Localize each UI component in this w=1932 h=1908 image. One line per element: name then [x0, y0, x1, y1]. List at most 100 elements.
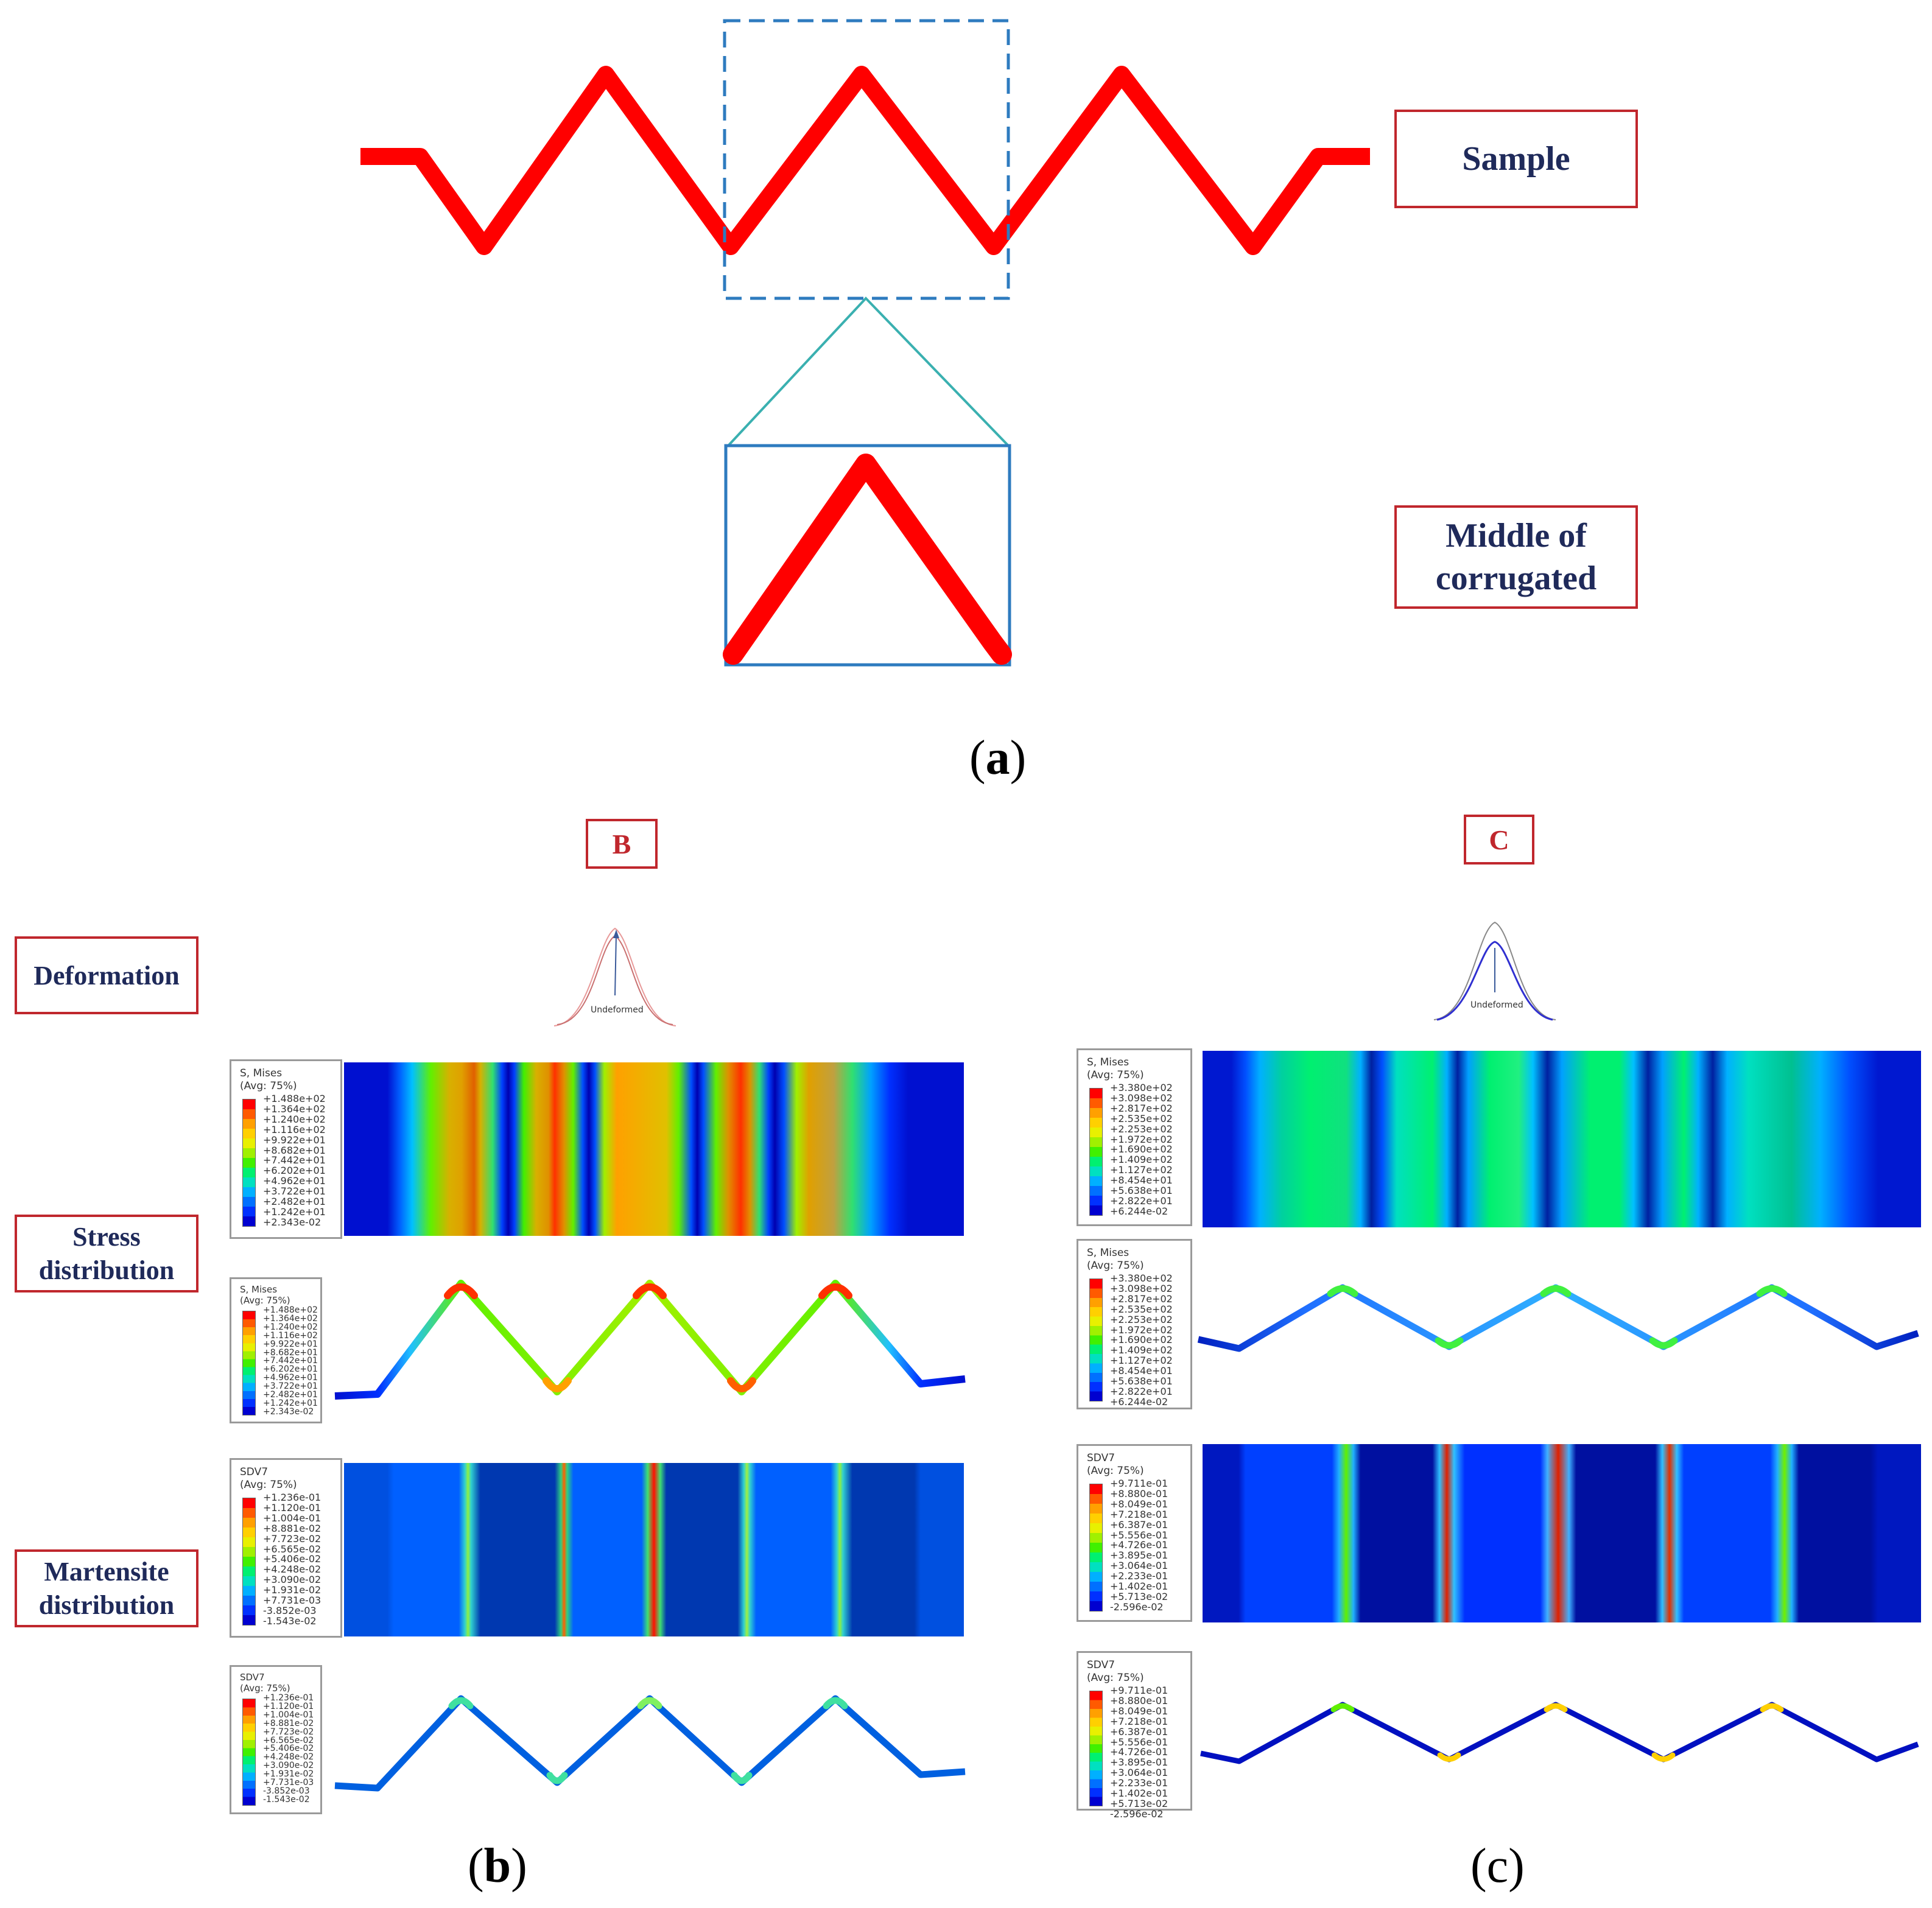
corrugated-stress-c: [1197, 1284, 1919, 1352]
legend-value: +2.482e+01: [263, 1196, 326, 1208]
legend-value: +6.202e+01: [263, 1165, 326, 1177]
legend-b-martensite: SDV7 (Avg: 75%) +1.236e-01+1.120e-01+1.0…: [230, 1458, 342, 1638]
legend-values-b-stress: +1.488e+02+1.364e+02+1.240e+02+1.116e+02…: [263, 1093, 326, 1228]
legend-value: +1.364e+02: [263, 1103, 326, 1115]
panel-a-diagram: [360, 19, 1370, 667]
legend-value: +5.638e+01: [1110, 1375, 1173, 1387]
legend-value: +1.120e-01: [263, 1701, 314, 1711]
legend-value: +3.380e+02: [1110, 1272, 1173, 1284]
legend-value: +8.682e+01: [263, 1144, 326, 1156]
legend-value: -2.596e-02: [1110, 1808, 1164, 1820]
legend-value: +2.233e-01: [1110, 1570, 1168, 1582]
legend-value: +1.690e+02: [1110, 1143, 1173, 1156]
undeformed-label-b: Undeformed: [591, 1005, 644, 1015]
martensite-contour-b: [344, 1463, 964, 1636]
row-label-stress: Stress distribution: [15, 1215, 198, 1292]
legend-value: +9.922e+01: [263, 1339, 318, 1349]
legend-value: +6.387e-01: [1110, 1725, 1168, 1738]
legend-value: +1.127e+02: [1110, 1164, 1173, 1176]
legend-value: -2.596e-02: [1110, 1601, 1164, 1613]
legend-value: +1.240e+02: [263, 1322, 318, 1332]
legend-values-c-stress-small: +3.380e+02+3.098e+02+2.817e+02+2.535e+02…: [1110, 1272, 1173, 1408]
row-label-martensite: Martensite distribution: [15, 1549, 198, 1627]
middle-corrugation-profile: [723, 454, 1012, 665]
column-header-c: C: [1464, 815, 1534, 865]
colorbar-b-martensite: [242, 1498, 256, 1626]
legend-c-stress-small: S, Mises (Avg: 75%) +3.380e+02+3.098e+02…: [1077, 1239, 1192, 1409]
middle-label-line1: Middle of: [1445, 517, 1587, 555]
legend-value: +5.556e-01: [1110, 1529, 1168, 1541]
colorbar-c-stress: [1089, 1088, 1103, 1216]
legend-value: +4.962e+01: [263, 1175, 326, 1187]
legend-c-martensite: SDV7 (Avg: 75%) +9.711e-01+8.880e-01+8.0…: [1077, 1444, 1192, 1622]
legend-value: +1.240e+02: [263, 1113, 326, 1125]
legend-value: +2.535e+02: [1110, 1112, 1173, 1124]
legend-value: +3.722e+01: [263, 1381, 318, 1392]
legend-value: +1.127e+02: [1110, 1355, 1173, 1367]
legend-value: +3.098e+02: [1110, 1282, 1173, 1294]
legend-value: +6.387e-01: [1110, 1518, 1168, 1531]
legend-value: -1.543e-02: [263, 1615, 317, 1627]
caption-c: (c): [1470, 1839, 1525, 1893]
legend-value: +7.723e-02: [263, 1532, 321, 1545]
legend-value: +2.822e+01: [1110, 1385, 1173, 1397]
middle-label-line2: corrugated: [1435, 559, 1597, 597]
legend-value: +1.931e-02: [263, 1769, 314, 1780]
colorbar-c-martensite: [1089, 1484, 1103, 1612]
colorbar-b-martensite-small: [242, 1699, 256, 1806]
legend-value: +7.723e-02: [263, 1727, 314, 1737]
legend-values-c-stress: +3.380e+02+3.098e+02+2.817e+02+2.535e+02…: [1110, 1082, 1173, 1217]
legend-value: +5.406e-02: [263, 1553, 321, 1565]
legend-value: +1.004e-01: [263, 1512, 321, 1524]
legend-value: +6.244e-02: [1110, 1205, 1168, 1217]
legend-value: +6.244e-02: [1110, 1395, 1168, 1408]
legend-value: +1.236e-01: [263, 1492, 321, 1503]
legend-value: -1.543e-02: [263, 1794, 310, 1805]
sample-label-box: Sample: [1394, 110, 1638, 208]
legend-value: +7.731e-03: [263, 1778, 314, 1788]
legend-value: +3.090e-02: [263, 1574, 321, 1586]
middle-zoom-box: [724, 444, 1011, 667]
legend-b-stress-small: S, Mises (Avg: 75%) +1.488e+02+1.364e+02…: [230, 1277, 322, 1423]
legend-value: +1.236e-01: [263, 1693, 314, 1703]
legend-value: +6.565e-02: [263, 1735, 314, 1745]
legend-value: +7.442e+01: [263, 1356, 318, 1366]
sample-corrugated-profile: [360, 66, 1370, 255]
stress-contour-c: [1203, 1051, 1921, 1227]
legend-value: +4.248e-02: [263, 1563, 321, 1576]
legend-value: +9.711e-01: [1110, 1685, 1168, 1696]
legend-value: +2.817e+02: [1110, 1292, 1173, 1305]
legend-c-martensite-small: SDV7 (Avg: 75%) +9.711e-01+8.880e-01+8.0…: [1077, 1651, 1192, 1819]
colorbar-b-stress-small: [242, 1311, 256, 1415]
legend-value: -3.852e-03: [263, 1786, 310, 1796]
caption-b: (b): [468, 1839, 527, 1893]
legend-value: +8.881e-02: [263, 1522, 321, 1534]
legend-value: +1.488e+02: [263, 1305, 318, 1315]
deformation-plot-b: Undeformed: [553, 927, 676, 1026]
legend-value: +8.880e-01: [1110, 1694, 1168, 1706]
legend-value: +8.880e-01: [1110, 1487, 1168, 1499]
legend-value: +2.343e-02: [263, 1406, 314, 1417]
legend-value: +7.442e+01: [263, 1154, 326, 1166]
legend-value: +3.098e+02: [1110, 1092, 1173, 1104]
legend-value: +2.233e-01: [1110, 1777, 1168, 1789]
legend-value: +2.482e+01: [263, 1390, 318, 1400]
legend-value: +1.242e+01: [263, 1205, 326, 1218]
legend-value: +1.488e+02: [263, 1093, 326, 1104]
stress-contour-b: [344, 1062, 964, 1236]
sample-label: Sample: [1462, 140, 1570, 178]
legend-values-b-martensite: +1.236e-01+1.120e-01+1.004e-01+8.881e-02…: [263, 1492, 321, 1627]
legend-value: +2.253e+02: [1110, 1123, 1173, 1135]
row-label-deformation: Deformation: [15, 936, 198, 1014]
legend-value: +1.364e+02: [263, 1313, 318, 1324]
zoom-connector-lines: [727, 296, 1010, 447]
legend-value: +1.931e-02: [263, 1584, 321, 1596]
legend-value: +3.064e-01: [1110, 1560, 1168, 1572]
caption-a: (a): [969, 731, 1027, 785]
legend-values-c-martensite: +9.711e-01+8.880e-01+8.049e-01+7.218e-01…: [1110, 1478, 1168, 1613]
legend-value: +7.731e-03: [263, 1594, 321, 1607]
colorbar-c-martensite-small: [1089, 1691, 1103, 1806]
legend-c-stress: S, Mises (Avg: 75%) +3.380e+02+3.098e+02…: [1077, 1048, 1192, 1226]
legend-value: +2.817e+02: [1110, 1102, 1173, 1114]
legend-value: +1.409e+02: [1110, 1154, 1173, 1166]
